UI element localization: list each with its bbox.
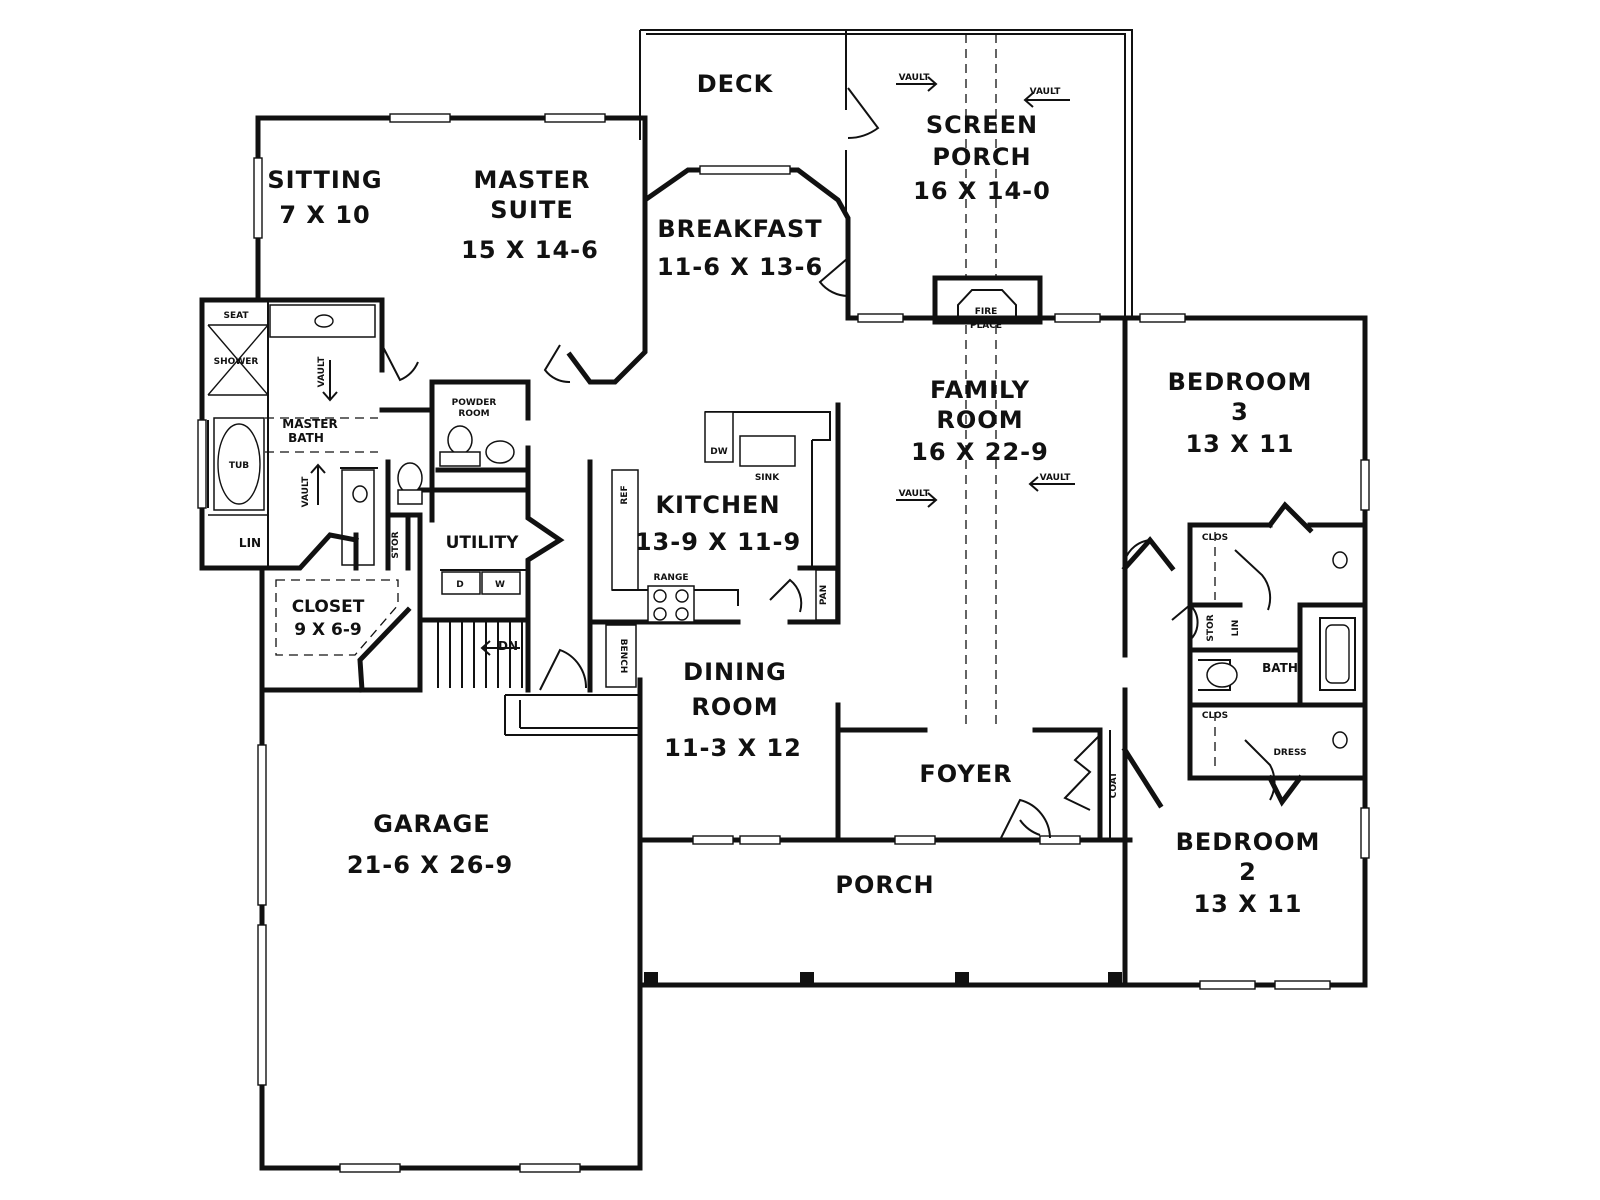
closet-size: 9 X 6-9 — [294, 620, 362, 640]
sitting-label: SITTING — [267, 166, 382, 194]
seat-label: SEAT — [223, 311, 249, 321]
vault-master-bath-upper: VAULT — [317, 356, 327, 388]
kitchen-label: KITCHEN — [655, 491, 780, 519]
utility-label: UTILITY — [446, 533, 519, 553]
kitchen-size: 13-9 X 11-9 — [635, 528, 801, 556]
range-label: RANGE — [654, 573, 689, 583]
bedroom-3-label: BEDROOM — [1168, 368, 1313, 396]
pantry-label: PAN — [819, 585, 829, 605]
lin-master-label: LIN — [239, 536, 261, 550]
screen-porch-size: 16 X 14-0 — [913, 177, 1051, 205]
coat-label: COAT — [1109, 771, 1119, 798]
master-bath-label-1: MASTER — [282, 417, 338, 431]
bedroom-3-size: 13 X 11 — [1185, 430, 1294, 458]
deck-label: DECK — [697, 70, 774, 98]
vault-screen-porch-right: VAULT — [1030, 87, 1062, 97]
bedroom-2-number: 2 — [1239, 858, 1257, 886]
master-bath-label-2: BATH — [288, 431, 324, 445]
breakfast-size: 11-6 X 13-6 — [657, 253, 823, 281]
sink-label: SINK — [755, 473, 780, 483]
bench-label: BENCH — [618, 639, 628, 674]
screen-porch-label-2: PORCH — [932, 143, 1031, 171]
stor-utility-label: STOR — [391, 531, 401, 558]
vault-master-bath-lower: VAULT — [301, 476, 311, 508]
lin-bath-label: LIN — [1231, 620, 1241, 637]
walls — [199, 29, 1368, 1171]
master-suite-size: 15 X 14-6 — [461, 236, 599, 264]
dress-label: DRESS — [1273, 748, 1306, 758]
dining-room-label-2: ROOM — [691, 693, 778, 721]
family-room-label-1: FAMILY — [930, 376, 1030, 404]
washer-label: W — [495, 580, 505, 590]
powder-room-label-1: POWDER — [452, 398, 497, 408]
garage-size: 21-6 X 26-9 — [347, 851, 513, 879]
vault-screen-porch-left: VAULT — [899, 73, 931, 83]
dining-room-size: 11-3 X 12 — [664, 734, 802, 762]
stair-dn-label: DN — [498, 639, 518, 653]
fixture-labels: FIRE PLACE SEAT SHOWER TUB LIN STOR D W … — [214, 307, 1307, 798]
master-suite-label-2: SUITE — [490, 196, 573, 224]
shower-label: SHOWER — [214, 357, 259, 367]
powder-room-label-2: ROOM — [458, 409, 489, 419]
vault-centerline — [265, 34, 997, 730]
dining-room-label-1: DINING — [683, 658, 787, 686]
stor-bath-label: STOR — [1206, 614, 1216, 641]
vault-family-right: VAULT — [1040, 473, 1072, 483]
vault-family-left: VAULT — [899, 489, 931, 499]
doors — [381, 87, 1276, 841]
bedroom-2-label: BEDROOM — [1176, 828, 1321, 856]
garage-label: GARAGE — [373, 810, 490, 838]
breakfast-label: BREAKFAST — [657, 215, 822, 243]
vault-arrows — [310, 76, 1075, 656]
closet-label: CLOSET — [292, 597, 365, 617]
bedroom-3-number: 3 — [1231, 398, 1249, 426]
windows — [197, 113, 1370, 1173]
master-suite-label-1: MASTER — [474, 166, 591, 194]
closet-lower-label: CLOS — [1202, 711, 1228, 721]
family-room-size: 16 X 22-9 — [911, 438, 1049, 466]
family-room-label-2: ROOM — [936, 406, 1023, 434]
porch-posts — [644, 972, 1122, 986]
dryer-label: D — [456, 580, 463, 590]
bedroom-2-size: 13 X 11 — [1193, 890, 1302, 918]
room-labels: DECK SCREEN PORCH 16 X 14-0 SITTING 7 X … — [267, 70, 1321, 918]
closet-upper-label: CLOS — [1202, 533, 1228, 543]
sitting-size: 7 X 10 — [279, 201, 370, 229]
bath-label: BATH — [1262, 661, 1298, 675]
porch-label: PORCH — [835, 871, 934, 899]
dishwasher-label: DW — [710, 447, 727, 457]
vault-labels: VAULT VAULT VAULT VAULT VAULT VAULT — [301, 73, 1071, 507]
fireplace-label-1: FIRE — [975, 307, 998, 317]
fixtures — [213, 304, 1348, 749]
fireplace-label-2: PLACE — [970, 321, 1002, 331]
foyer-label: FOYER — [919, 760, 1012, 788]
refrigerator-label: REF — [620, 485, 630, 504]
screen-porch-label-1: SCREEN — [926, 111, 1038, 139]
tub-label: TUB — [229, 461, 249, 471]
